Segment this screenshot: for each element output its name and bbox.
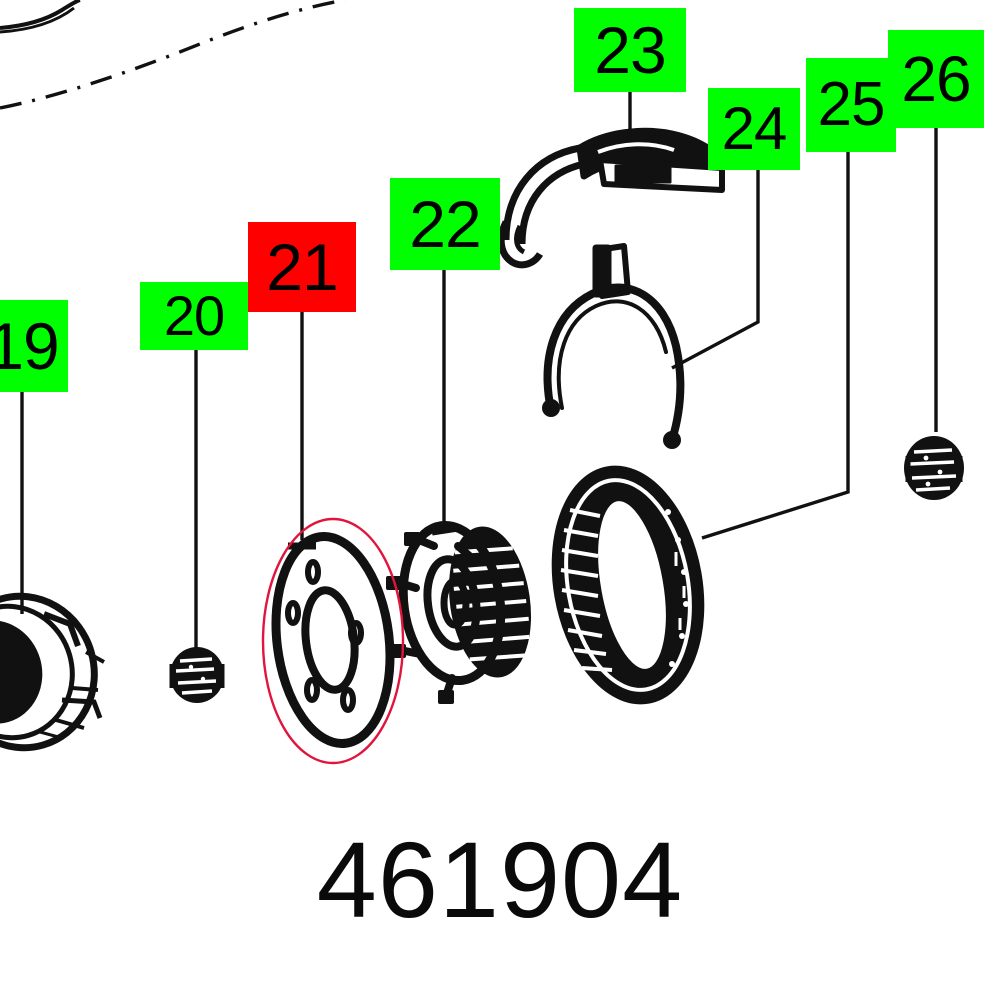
part-21-brake-backing-plate — [271, 532, 395, 748]
callout-23[interactable]: 23 — [574, 8, 686, 92]
callout-24[interactable]: 24 — [708, 88, 800, 170]
leader-line-24 — [671, 170, 760, 370]
callout-22-label: 22 — [409, 187, 481, 261]
callout-21-label: 21 — [266, 230, 338, 304]
callout-25[interactable]: 25 — [806, 58, 896, 152]
callout-26-label: 26 — [901, 43, 971, 115]
upper-left-outline-arc — [0, 0, 81, 30]
callout-20-label: 20 — [163, 284, 225, 347]
callout-19[interactable]: 19 — [0, 300, 68, 392]
callout-22[interactable]: 22 — [390, 178, 500, 270]
highlight-ellipse — [261, 517, 405, 765]
callout-23-label: 23 — [594, 13, 666, 87]
centerline-group — [0, 0, 346, 110]
part-25-bearing-race — [551, 465, 705, 705]
part-20-threaded-nut — [169, 647, 225, 703]
callout-26[interactable]: 26 — [888, 30, 984, 128]
part-number-caption: 461904 — [316, 819, 684, 940]
part-19-bearing-ring — [0, 592, 105, 752]
callout-21[interactable]: 21 — [248, 222, 356, 312]
leader-line-25 — [701, 152, 850, 540]
callout-24-label: 24 — [721, 95, 788, 162]
callout-20[interactable]: 20 — [140, 282, 248, 350]
part-26-threaded-nut — [904, 436, 964, 500]
upper-left-outline-arc-inner — [0, 6, 75, 34]
callout-25-label: 25 — [817, 70, 886, 139]
leader-lines — [20, 92, 938, 650]
part-24-snap-ring — [542, 283, 685, 449]
callout-19-label: 19 — [0, 309, 60, 383]
part-23-brake-shoe-assembly — [497, 127, 728, 299]
part-22-wheel-hub — [386, 520, 532, 704]
dash-dot-centerline — [0, 0, 346, 110]
